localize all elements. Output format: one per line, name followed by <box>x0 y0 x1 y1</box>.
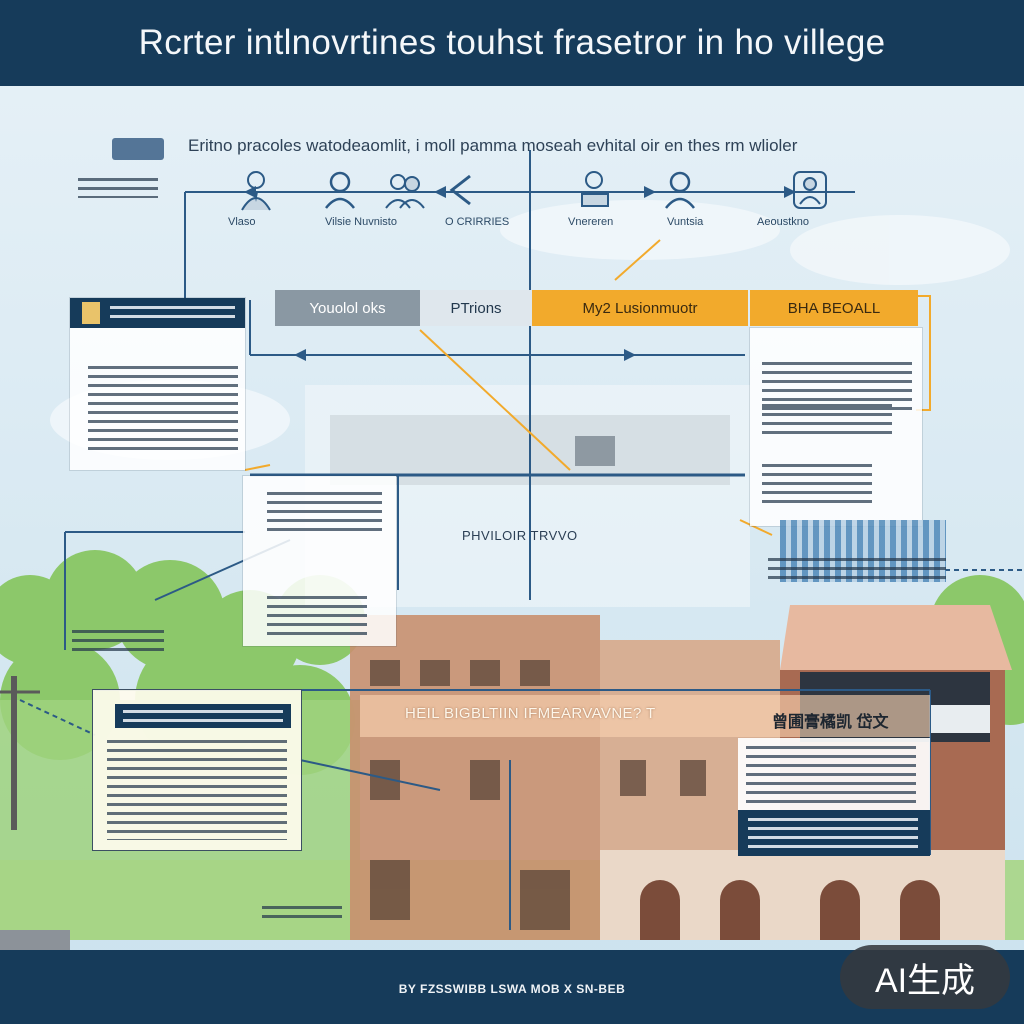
businessman-icon <box>241 171 271 211</box>
left-info-box <box>70 298 245 470</box>
icon-label: Vnereren <box>568 216 614 228</box>
ai-generated-badge: AI生成 <box>840 945 1010 1009</box>
icon-label: O CRIRRIES <box>445 216 510 228</box>
person-icon <box>665 171 695 209</box>
lower-right-footer <box>738 810 930 856</box>
lower-banner <box>360 695 930 737</box>
left-info-header <box>70 298 245 328</box>
cjk-header: 曾圃膏橘凯 岱文 <box>772 714 889 731</box>
bar-light: PTrions <box>420 290 532 326</box>
side-note <box>78 178 158 198</box>
footer-text: BY FZSSWIBB LSWA MOB X SN-BEB <box>398 982 626 996</box>
right-info-box <box>750 328 922 526</box>
icon-label: Vilsie Nuvnisto <box>325 216 397 228</box>
icon-label: Vlaso <box>228 216 256 228</box>
page-title: Rcrter intlnovrtines touhst frasetror in… <box>138 23 886 62</box>
orange-lines <box>244 239 931 536</box>
lower-right-box <box>738 738 930 856</box>
person-laptop-icon <box>581 171 609 207</box>
figure-frame-icon <box>793 171 827 209</box>
icon-label: Vuntsia <box>667 216 704 228</box>
bottom-caption <box>262 906 342 920</box>
bar-gray: Youolol oks <box>275 290 420 326</box>
subtitle: Eritno pracoles watodeaomlit, i moll pam… <box>188 136 798 155</box>
chevron-left-icon <box>449 174 471 206</box>
left-note <box>72 630 164 652</box>
banner-icon <box>112 138 164 160</box>
lower-banner-text: HEIL BIGBLTIIN IFMEARVAVNE? T <box>405 705 656 722</box>
bottom-left-header <box>115 704 291 728</box>
header-marker <box>82 302 100 324</box>
person-icon <box>325 171 355 209</box>
person-group-icon <box>385 174 425 209</box>
bar-orange: My2 Lusionmuotr <box>532 290 748 326</box>
middle-label: PHVILOIR TRVVO <box>462 528 578 543</box>
icon-label: Aeoustkno <box>757 216 809 228</box>
bottom-left-box <box>93 690 301 850</box>
header-bar: Rcrter intlnovrtines touhst frasetror in… <box>0 0 1024 86</box>
bar-right: BHA BEOALL <box>750 290 918 326</box>
middle-info-box <box>243 476 396 646</box>
